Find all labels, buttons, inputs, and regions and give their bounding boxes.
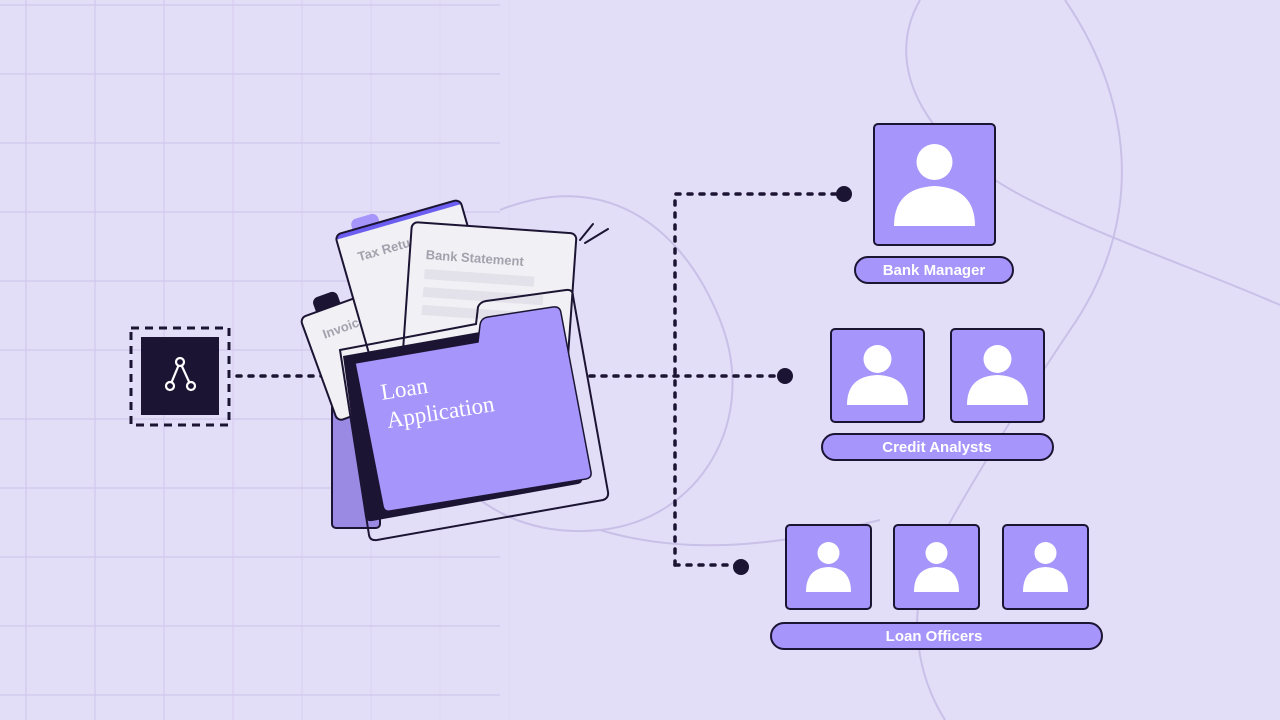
loan-application-folder-illustration: Invoice Tax Return Bank Statement	[300, 199, 610, 542]
user-icon	[1023, 542, 1068, 592]
connector-dots	[733, 186, 852, 575]
user-icon	[847, 345, 908, 405]
branch-node-icon	[164, 356, 197, 392]
connector-lines	[235, 192, 845, 567]
sparkle-marks	[579, 223, 609, 244]
source-node[interactable]	[129, 326, 231, 427]
credit-analysts-label: Credit Analysts	[882, 439, 991, 456]
user-icon	[914, 542, 959, 592]
user-icon	[967, 345, 1028, 405]
group-bank-manager[interactable]: Bank Manager	[854, 123, 1014, 284]
group-loan-officers[interactable]: Loan Officers	[770, 524, 1103, 650]
user-icon	[894, 144, 975, 226]
bank-statement-doc-title: Bank Statement	[425, 247, 525, 269]
user-icon	[806, 542, 851, 592]
group-credit-analysts[interactable]: Credit Analysts	[821, 328, 1054, 461]
bank-manager-label: Bank Manager	[883, 262, 986, 279]
loan-officers-label: Loan Officers	[886, 628, 983, 645]
